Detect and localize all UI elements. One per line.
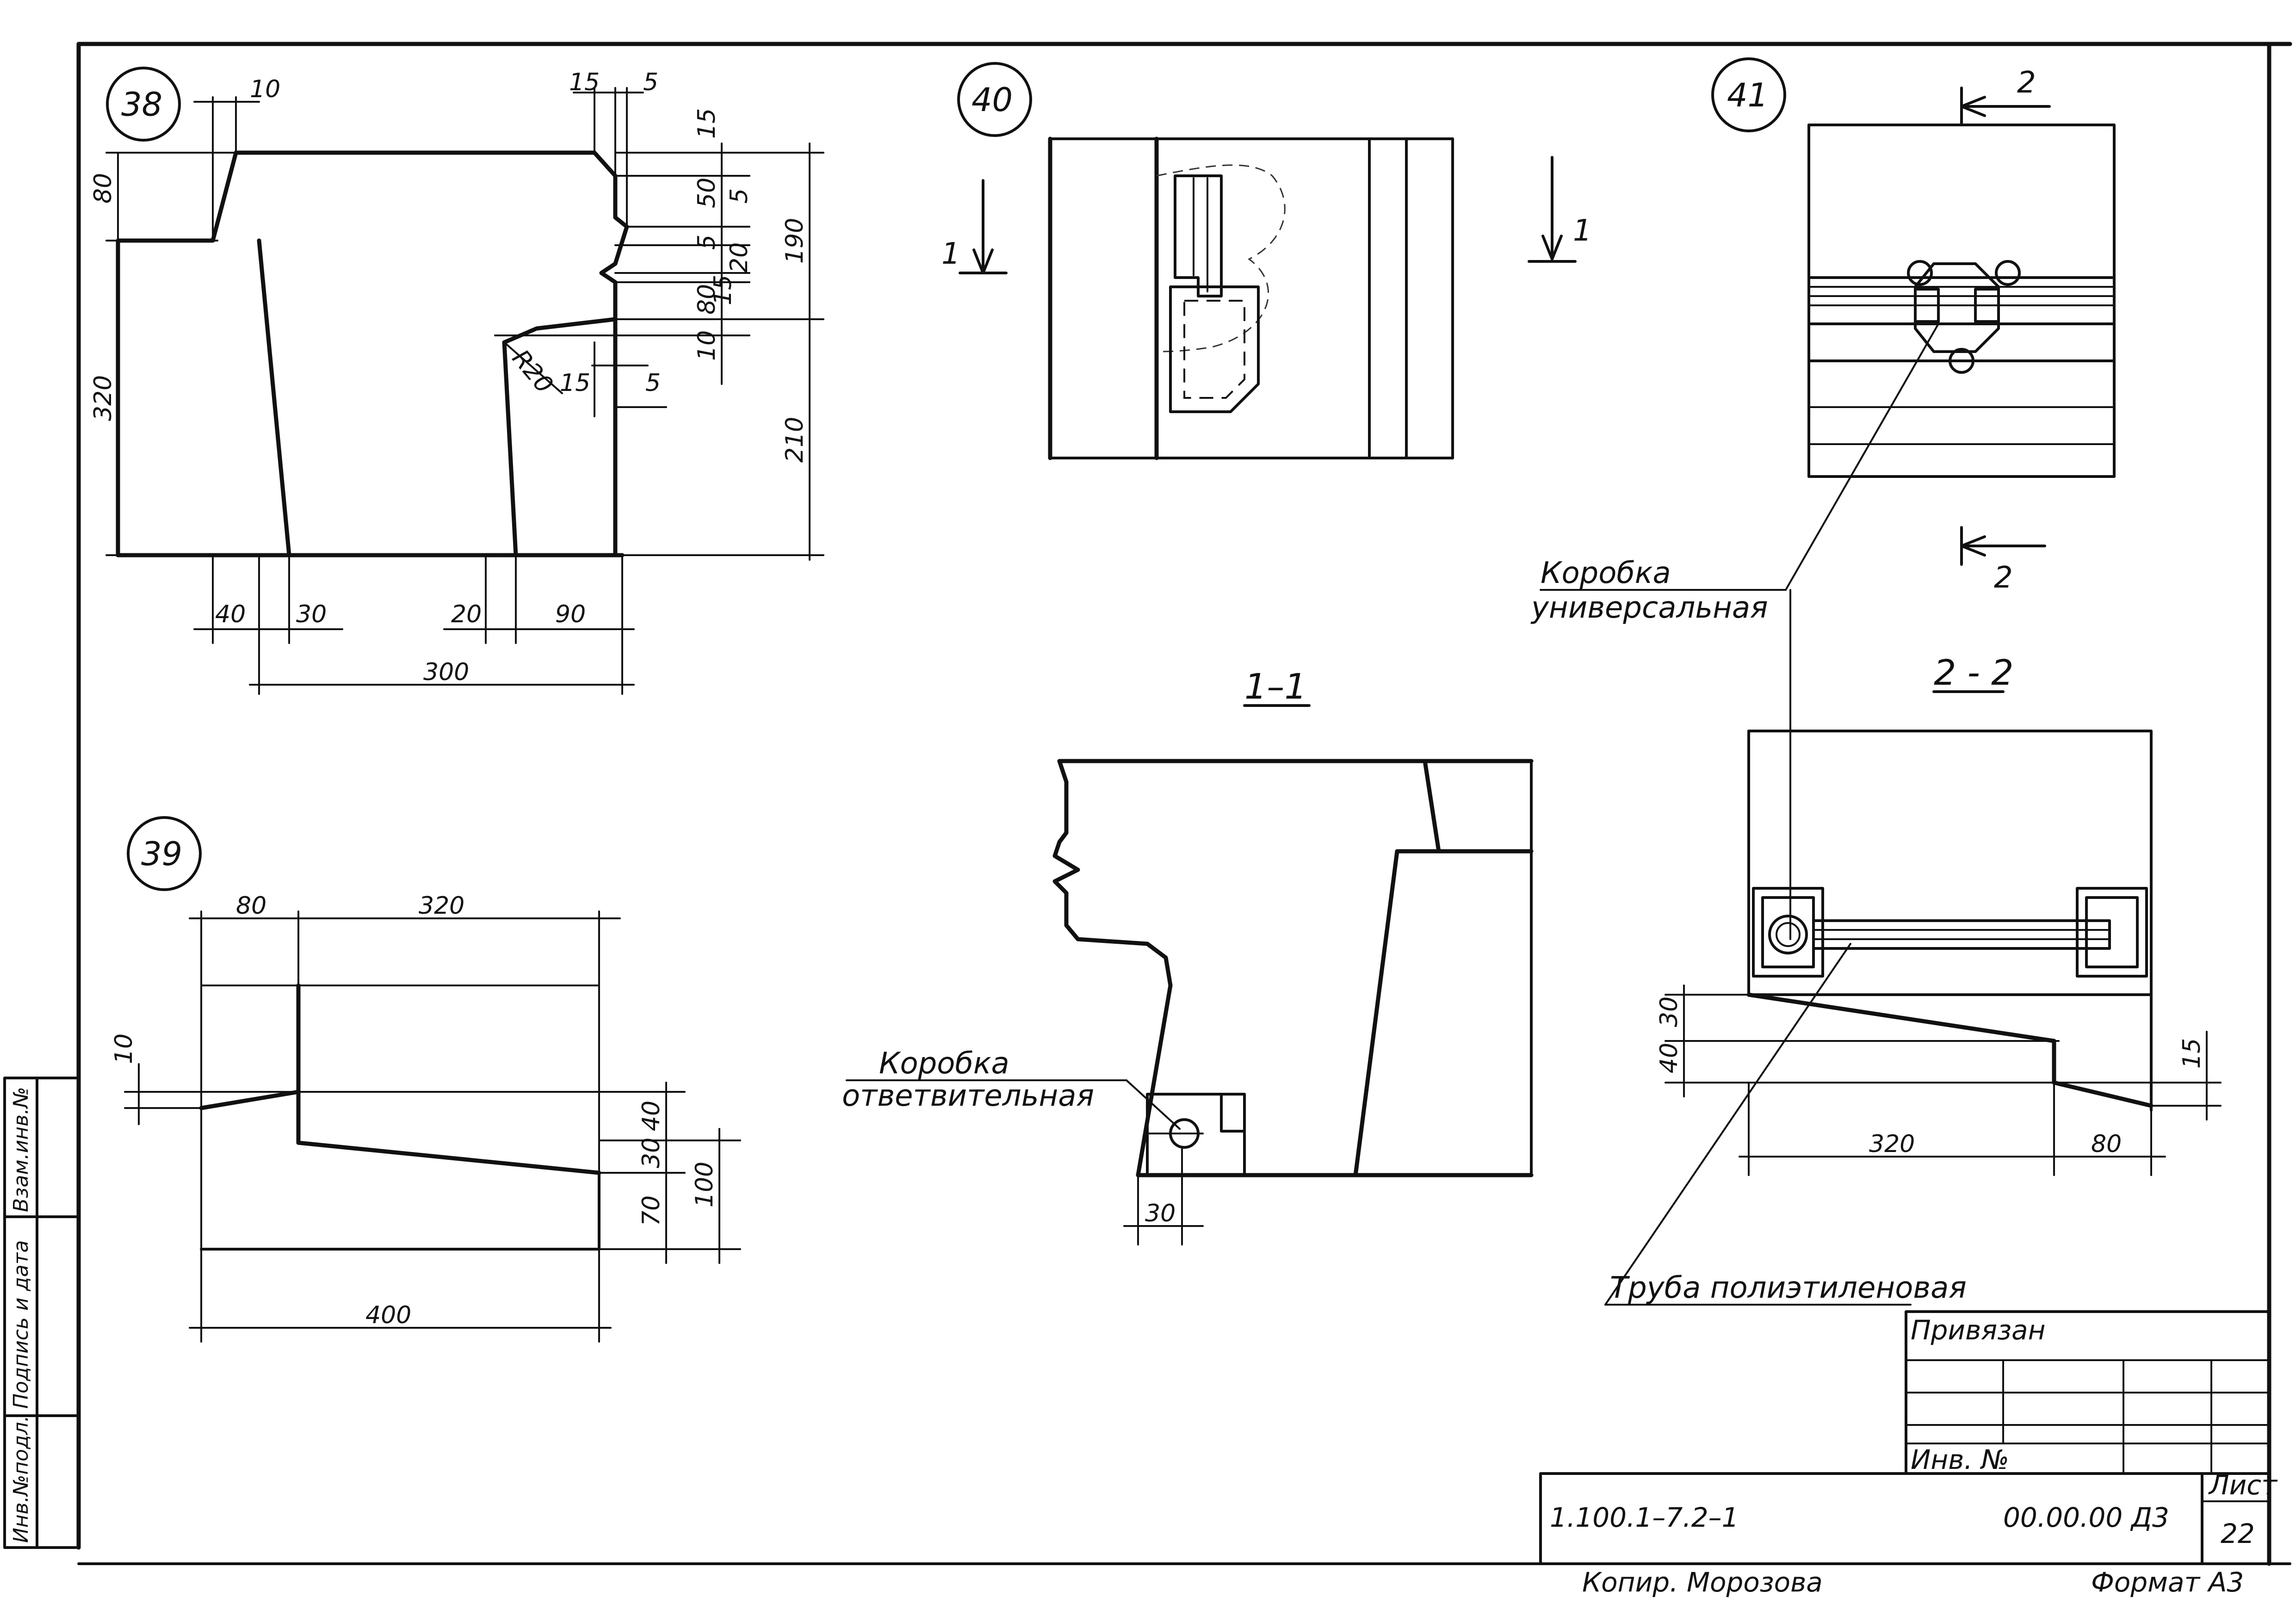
svg-text:70: 70 [637,1195,665,1226]
svg-text:5: 5 [725,188,753,204]
svg-text:10: 10 [110,1034,138,1064]
svg-text:90: 90 [555,601,586,628]
section-2-2-title: 2 - 2 [1934,652,2013,693]
svg-text:15: 15 [560,369,590,397]
callout-branch-line1: Коробка [879,1047,1009,1081]
svg-text:30: 30 [1145,1200,1176,1227]
footer: Копир. Морозова Формат А3 [1582,1567,2244,1598]
callout-branch-box: Коробка ответвительная [842,1047,1181,1130]
title-block-sheet-number: 22 [2221,1518,2255,1549]
section-1-1-dimension: 30 [1123,1146,1204,1245]
section-1-1: 1–1 30 [1052,666,1534,1245]
title-block-drawing-code: 00.00.00 Д3 [2003,1502,2169,1533]
svg-text:30: 30 [1655,997,1683,1027]
detail-38-dim-text: 10 15 5 80 320 15 50 5 5 20 15 80 10 190… [89,68,809,686]
callout-pipe-text: Труба полиэтиленовая [1610,1271,1967,1305]
section-1-1-title: 1–1 [1244,666,1307,707]
svg-text:1: 1 [941,237,960,271]
footer-format: Формат А3 [2091,1567,2244,1598]
section-2-2: 2 - 2 [1655,652,2222,1176]
detail-38-profile [116,150,629,557]
detail-38-number: 38 [121,86,162,124]
title-block-bound: Привязан [1911,1314,2046,1346]
title-block: Привязан Инв. № 1.100.1–7.2–1 00.00.00 Д… [1539,1310,2278,1565]
detail-40-body [1048,136,1454,460]
svg-text:80: 80 [89,173,117,204]
svg-text:20: 20 [725,242,753,273]
stamp-inv-label: Инв.№подл. [9,1415,33,1543]
svg-text:15: 15 [2178,1038,2206,1069]
detail-39-number: 39 [141,835,182,873]
footer-copied-by: Копир. Морозова [1582,1567,1823,1598]
svg-text:300: 300 [423,658,469,686]
side-stamp: Инв.№подл. Подпись и дата Взам.инв.№ [3,1077,80,1549]
svg-text:50: 50 [693,178,721,208]
svg-text:80: 80 [693,284,721,315]
stamp-replace-label: Взам.инв.№ [9,1087,33,1212]
svg-text:100: 100 [691,1162,718,1208]
svg-text:40: 40 [215,601,246,628]
svg-text:320: 320 [1869,1130,1915,1158]
detail-39: 39 [110,816,741,1343]
svg-text:80: 80 [2091,1130,2122,1158]
svg-text:5: 5 [693,235,721,250]
svg-text:30: 30 [637,1138,665,1168]
svg-text:210: 210 [781,417,809,463]
svg-text:40: 40 [637,1101,665,1131]
svg-text:10: 10 [250,75,280,103]
detail-41: 41 2 2 1 [1528,57,2116,595]
detail-39-dimensions [124,910,741,1343]
section-2-2-profile [1746,730,2154,1112]
callout-branch-line2: ответвительная [842,1079,1094,1113]
svg-text:10: 10 [693,330,721,361]
callout-pipe: Труба полиэтиленовая [1604,943,1967,1306]
title-block-doc-code: 1.100.1–7.2–1 [1550,1502,1739,1533]
detail-41-cut-mark-bottom: 2 [1960,526,2046,595]
detail-40: 40 1 [941,62,1454,460]
section-1-1-profile [1052,759,1534,1177]
svg-text:15: 15 [709,275,737,305]
svg-text:400: 400 [365,1301,411,1329]
detail-41-cut-mark-top: 2 [1960,66,2051,126]
detail-41-body [1807,124,2116,478]
svg-text:40: 40 [1655,1043,1683,1073]
svg-text:80: 80 [236,892,266,920]
svg-text:30: 30 [296,601,327,628]
svg-text:R20: R20 [507,345,558,399]
svg-text:1: 1 [1573,214,1592,248]
section-2-2-dimensions: 30 40 15 320 80 [1655,985,2222,1176]
callout-universal-box: Коробка универсальная [1530,323,1939,940]
detail-40-number: 40 [972,81,1013,119]
title-block-sheet-label: Лист [2208,1469,2278,1501]
detail-41-number: 41 [1727,76,1768,114]
svg-text:2: 2 [1994,561,2013,595]
detail-39-profile [199,983,601,1251]
callout-universal-line1: Коробка [1541,556,1671,590]
svg-text:320: 320 [89,375,117,421]
stamp-sign-label: Подпись и дата [9,1240,33,1409]
detail-41-cut-mark-side: 1 [1528,156,1592,263]
svg-text:5: 5 [645,369,661,397]
detail-40-cut-mark: 1 [941,179,1008,274]
svg-text:2: 2 [2017,66,2036,100]
svg-text:5: 5 [643,68,658,96]
detail-38: 38 [89,67,824,695]
svg-text:320: 320 [419,892,464,920]
detail-39-dim-text: 80 320 10 40 30 70 100 400 [110,892,718,1329]
callout-universal-line2: универсальная [1530,591,1768,625]
svg-text:20: 20 [451,601,482,628]
svg-text:15: 15 [693,108,721,139]
svg-text:15: 15 [569,68,600,96]
svg-text:190: 190 [781,218,809,264]
detail-38-dimensions [105,87,824,695]
title-block-inv: Инв. № [1911,1444,2009,1475]
